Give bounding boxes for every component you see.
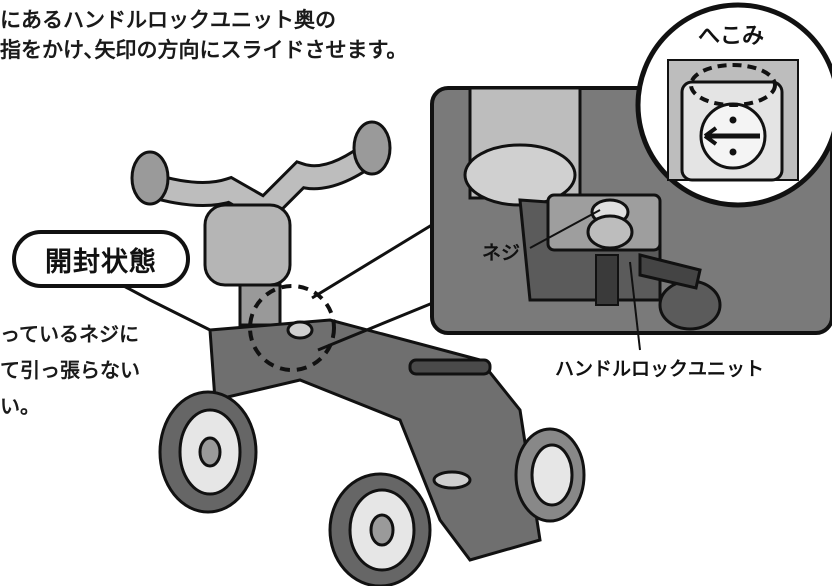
slide-arrow	[638, 253, 702, 290]
state-badge: 開封状態	[12, 230, 190, 288]
handle-lock-unit-label: ハンドルロックユニット	[555, 358, 765, 380]
side-note-line-3: い。	[0, 394, 40, 418]
dent-label: へこみ	[698, 24, 765, 49]
screw-label: ネジ	[482, 242, 521, 264]
wheels	[158, 390, 586, 586]
handlebar	[130, 120, 392, 327]
dent-magnifier	[635, 2, 832, 208]
side-note-line-2: て引っ張らない	[0, 358, 140, 382]
scooter-frame	[208, 284, 542, 562]
side-note-line-1: っているネジに	[0, 322, 139, 346]
instruction-line-2: 指をかけ､矢印の方向にスライドさせます。	[0, 38, 408, 62]
instruction-line-1: にあるハンドルロックユニット奥の	[0, 8, 336, 32]
